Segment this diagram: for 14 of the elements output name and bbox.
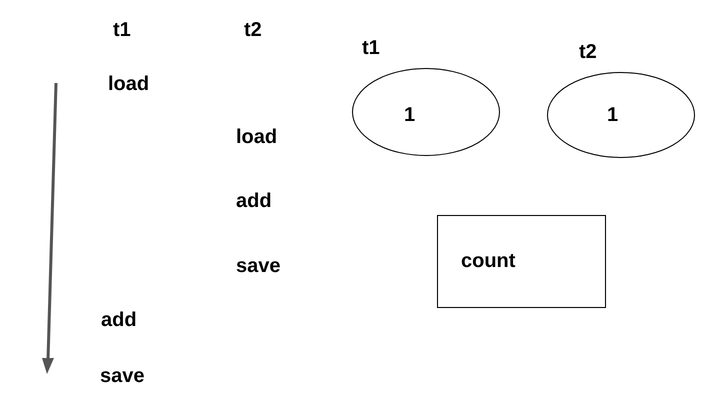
step-label: add [101, 310, 137, 330]
rect-node [437, 215, 606, 308]
node-heading: t1 [362, 38, 380, 58]
node-label: 1 [404, 105, 416, 125]
step-label: save [100, 366, 144, 386]
node-heading: t2 [579, 42, 597, 62]
node-label: 1 [607, 105, 618, 125]
step-label: add [236, 191, 272, 211]
step-label: load [236, 127, 278, 147]
node-label: count [461, 251, 516, 271]
step-label: save [236, 256, 280, 276]
step-label: t2 [244, 20, 262, 40]
step-label: t1 [113, 20, 131, 40]
step-label: load [108, 74, 150, 94]
